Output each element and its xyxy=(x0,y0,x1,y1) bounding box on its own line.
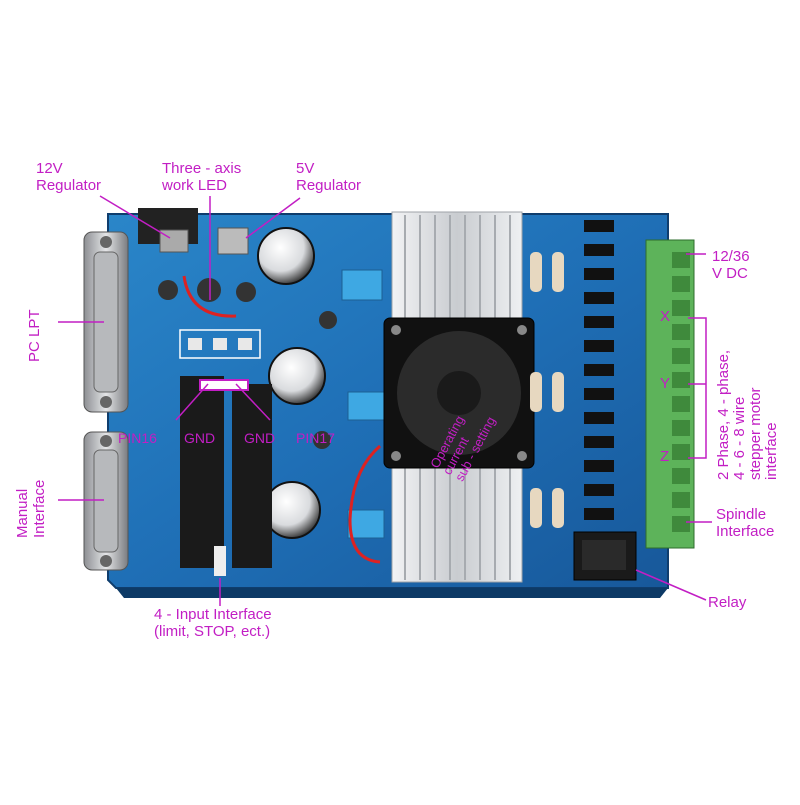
label-gnd-1: GND xyxy=(184,430,216,446)
label-vdc: 12/36 V DC xyxy=(712,248,750,282)
label-12v-line2: Regulator xyxy=(36,177,102,194)
label-vdc-line2: V DC xyxy=(712,265,748,282)
label-stepper-line1: 2 Phase, 4 - phase, xyxy=(715,349,732,480)
led-cluster xyxy=(179,329,261,359)
label-led-line1: Three - axis xyxy=(162,160,242,177)
label-pin17: PIN17 xyxy=(296,430,335,446)
label-manual-line2: Interface xyxy=(31,479,48,538)
label-work-led: Three - axis work LED xyxy=(162,160,241,194)
wire-fan xyxy=(348,444,381,564)
label-spindle-line2: Interface xyxy=(716,523,775,540)
relay xyxy=(573,531,637,581)
label-12v-regulator: 12V Regulator xyxy=(36,160,101,194)
label-5v-line2: Regulator xyxy=(296,177,362,194)
db25-connector xyxy=(83,231,129,413)
label-pin16: PIN16 xyxy=(118,430,157,446)
label-spindle-interface: Spindle Interface xyxy=(716,506,774,540)
capacitors xyxy=(158,227,337,539)
terminal-block xyxy=(645,239,695,549)
label-stepper-interface: 2 Phase, 4 - phase, 4 - 6 - 8 wire stepp… xyxy=(715,349,780,480)
diodes xyxy=(584,220,614,520)
regulator-5v xyxy=(217,227,249,255)
label-5v-line1: 5V xyxy=(296,160,315,177)
label-spindle-line1: Spindle xyxy=(716,506,767,523)
label-manual-line1: Manual xyxy=(14,488,31,538)
annotation-lines xyxy=(58,195,712,606)
label-axis-z: Z xyxy=(660,448,670,465)
input-header xyxy=(214,546,226,576)
label-input-interface: 4 - Input Interface (limit, STOP, ect.) xyxy=(154,606,272,640)
label-stepper-line3: stepper motor xyxy=(747,387,764,480)
label-5v-regulator: 5V Regulator xyxy=(296,160,361,194)
label-relay: Relay xyxy=(708,594,747,611)
label-vdc-line1: 12/36 xyxy=(712,248,750,265)
resistors xyxy=(530,252,564,528)
label-pc-lpt: PC LPT xyxy=(26,309,43,362)
label-manual-interface: Manual Interface xyxy=(14,480,48,538)
label-led-line2: work LED xyxy=(162,177,228,194)
label-12v-line1: 12V xyxy=(36,160,63,177)
label-stepper-line4: interface xyxy=(763,422,780,480)
label-axis-y: Y xyxy=(660,375,671,392)
label-stepper-line2: 4 - 6 - 8 wire xyxy=(731,396,748,480)
label-gnd-2: GND xyxy=(244,430,276,446)
label-input-line2: (limit, STOP, ect.) xyxy=(154,623,271,640)
label-axis-x: X xyxy=(660,308,671,325)
cooling-fan xyxy=(383,317,535,469)
dip-switches xyxy=(341,269,385,539)
db15-connector xyxy=(83,431,129,571)
wire-red xyxy=(182,275,237,318)
label-input-line1: 4 - Input Interface xyxy=(154,606,272,623)
